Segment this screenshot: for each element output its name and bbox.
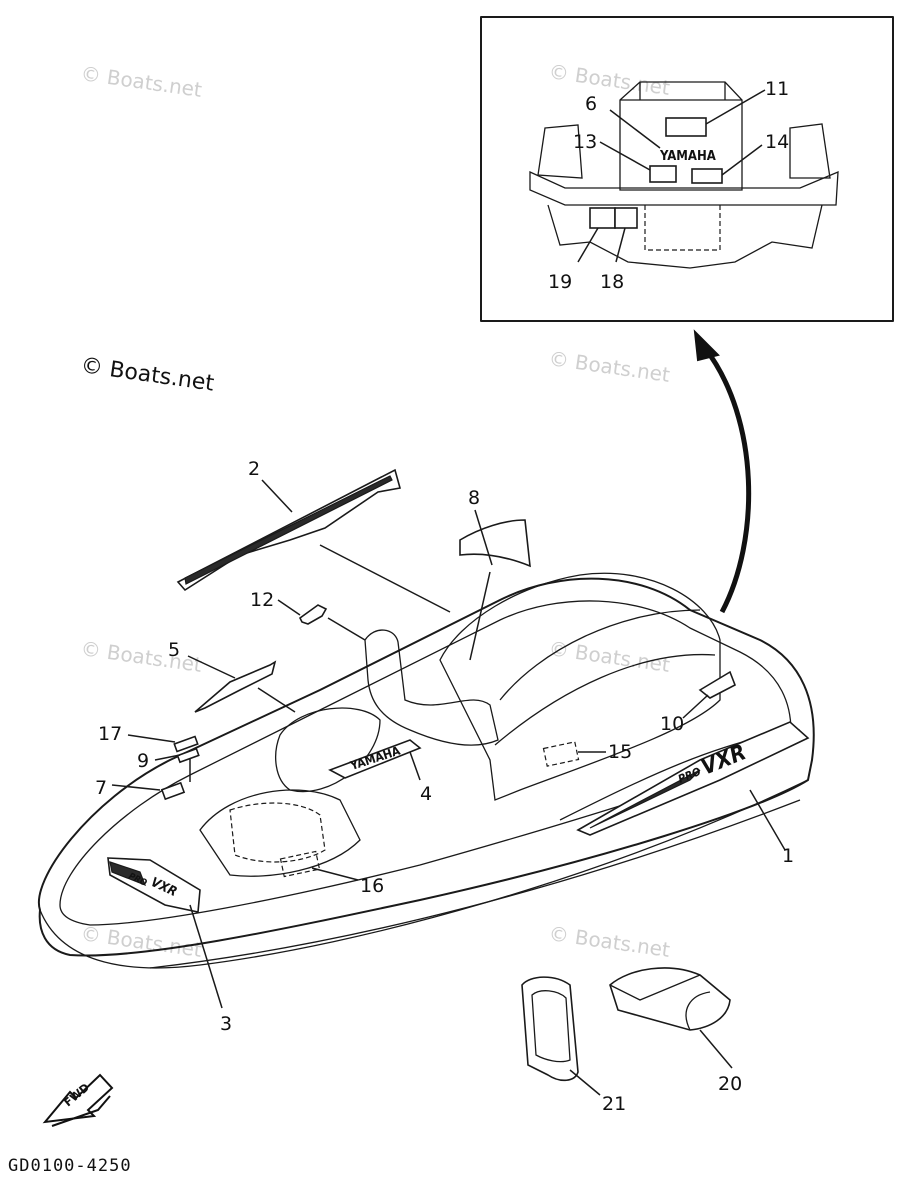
callout-19: 19 — [548, 271, 572, 293]
decal-18 — [614, 207, 638, 229]
callout-21: 21 — [602, 1093, 626, 1115]
decal-14 — [691, 168, 723, 184]
part-21 — [521, 976, 579, 1082]
callout-15: 15 — [608, 741, 632, 763]
watercraft — [37, 572, 815, 969]
callout-20: 20 — [718, 1073, 742, 1095]
decal-4 — [328, 739, 422, 779]
watermark: © Boats.net — [547, 921, 671, 962]
loose-parts — [521, 967, 731, 1082]
callout-18: 18 — [600, 271, 624, 293]
callout-9: 9 — [137, 750, 149, 772]
decal-12 — [298, 604, 328, 625]
watermark: © Boats.net — [547, 346, 671, 387]
decal-15 — [542, 741, 580, 767]
decal-8 — [459, 519, 531, 568]
callout-10: 10 — [660, 713, 684, 735]
callout-8: 8 — [468, 487, 480, 509]
watermark: © Boats.net — [547, 59, 671, 100]
view-arrow — [693, 329, 752, 614]
callout-6: 6 — [585, 93, 597, 115]
craft-decals: YAMAHA PRO VXR PRO VXR — [107, 468, 810, 913]
callout-12: 12 — [250, 589, 274, 611]
watermark: © Boats.net — [79, 61, 203, 102]
callout-1: 1 — [782, 845, 794, 867]
callout-17: 17 — [98, 723, 122, 745]
leader-lines — [111, 479, 786, 1096]
decal-5 — [194, 660, 277, 713]
inset-rear-view: YAMAHA — [480, 16, 894, 322]
decal-13 — [649, 165, 677, 183]
watermark: © Boats.net — [79, 636, 203, 677]
callouts: 1 2 3 4 5 6 7 8 9 10 11 12 13 14 15 16 1… — [95, 78, 794, 1115]
yamaha-decal-rear: YAMAHA — [659, 149, 716, 164]
watermark: © Boats.net — [547, 636, 671, 677]
drawing-code: GD0100-4250 — [8, 1156, 132, 1176]
callout-5: 5 — [168, 639, 180, 661]
callout-4: 4 — [420, 783, 432, 805]
callout-16: 16 — [360, 875, 384, 897]
watermark: © Boats.net — [79, 353, 216, 396]
decal-16 — [279, 850, 321, 878]
callout-13: 13 — [573, 131, 597, 153]
callout-14: 14 — [765, 131, 789, 153]
callout-3: 3 — [220, 1013, 232, 1035]
inset-frame — [480, 16, 894, 322]
forward-arrow-icon: FWD — [42, 1073, 114, 1127]
callout-2: 2 — [248, 458, 260, 480]
callout-11: 11 — [765, 78, 789, 100]
part-20 — [609, 967, 731, 1031]
decal-19 — [589, 207, 616, 229]
decal-11 — [665, 117, 707, 137]
yamaha-decal-hood: YAMAHA — [348, 743, 403, 773]
callout-7: 7 — [95, 777, 107, 799]
decal-17 — [173, 735, 199, 753]
decal-10 — [698, 670, 737, 699]
decal-7 — [160, 781, 186, 801]
